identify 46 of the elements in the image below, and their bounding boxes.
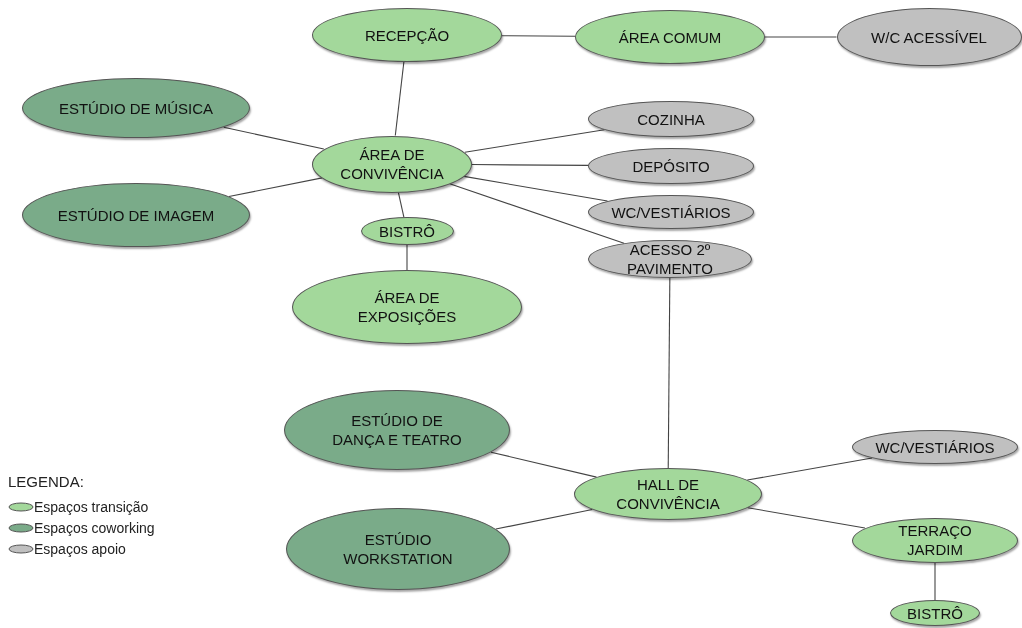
node-label: ACESSO 2º PAVIMENTO: [626, 240, 714, 278]
node-label: RECEPÇÃO: [364, 25, 450, 45]
node-label: BISTRÔ: [907, 603, 963, 623]
connector-line: [495, 508, 593, 530]
connector-line: [667, 277, 671, 469]
connector-line: [228, 177, 323, 198]
node-label: ÁREA DE EXPOSIÇÕES: [356, 288, 458, 326]
ellipse-node: [588, 101, 754, 137]
ellipse-node: [360, 217, 454, 245]
node-label: WC/VESTIÁRIOS: [875, 437, 995, 457]
node-label: W/C ACESSÍVEL: [871, 27, 987, 47]
node-label: DEPÓSITO: [632, 156, 710, 176]
connector-line: [463, 175, 608, 202]
node-label: ESTÚDIO WORKSTATION: [342, 530, 454, 568]
connector-line: [223, 126, 325, 150]
legend-label: Espaços transição: [34, 497, 149, 516]
ellipse-node: [574, 468, 762, 520]
connector-line: [501, 35, 576, 37]
connector-line: [764, 36, 838, 38]
connector-line: [406, 244, 408, 271]
connector-line: [394, 61, 405, 137]
node-label: ESTÚDIO DE DANÇA E TEATRO: [331, 411, 463, 449]
ellipse-node: [836, 8, 1022, 66]
legend-label: Espaços apoio: [34, 539, 126, 558]
node-label: HALL DE CONVIVÊNCIA: [615, 475, 721, 513]
connector-line: [746, 457, 873, 481]
connector-line: [934, 561, 936, 601]
node-label: TERRAÇO JARDIM: [897, 521, 973, 559]
node-label: COZINHA: [637, 109, 705, 129]
legend-label: Espaços coworking: [34, 518, 155, 537]
legend-title: LEGENDA:: [8, 472, 85, 492]
connector-line: [490, 451, 598, 478]
connector-line: [747, 507, 866, 529]
node-label: ÁREA COMUM: [618, 27, 722, 47]
connector-line: [449, 183, 625, 244]
node-label: BISTRÔ: [379, 221, 435, 241]
connector-line: [464, 129, 605, 153]
node-label: WC/VESTIÁRIOS: [611, 202, 731, 222]
node-label: ESTÚDIO DE IMAGEM: [57, 205, 215, 225]
connector-line: [471, 164, 589, 166]
ellipse-node: [852, 430, 1018, 464]
ellipse-node: [588, 195, 754, 229]
ellipse-node: [890, 600, 980, 626]
connector-line: [397, 191, 405, 218]
node-label: ÁREA DE CONVIVÊNCIA: [339, 145, 445, 183]
node-label: ESTÚDIO DE MÚSICA: [58, 98, 214, 118]
